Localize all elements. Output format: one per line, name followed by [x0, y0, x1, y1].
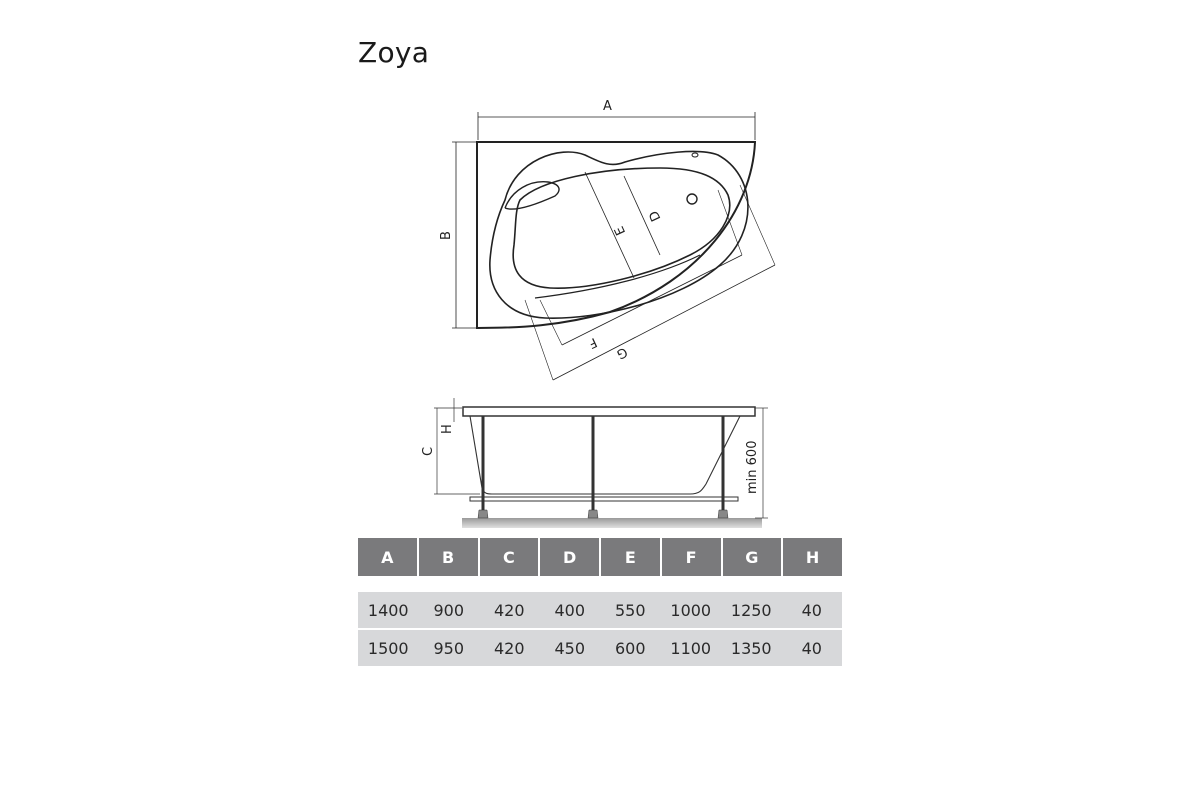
- header-a: A: [358, 538, 419, 576]
- dim-label-h: H: [440, 424, 455, 434]
- header-d: D: [540, 538, 601, 576]
- header-e: E: [601, 538, 662, 576]
- cell: 1250: [730, 600, 772, 620]
- cell: 1350: [730, 638, 772, 658]
- cell: 40: [801, 638, 822, 658]
- table-header-row: A B C D E F G H: [358, 538, 842, 576]
- header-b: B: [418, 538, 480, 576]
- top-view: [452, 112, 776, 381]
- dimensions-table: A B C D E F G H 1400 900 420 400 550 100…: [358, 538, 842, 666]
- cell: 900: [433, 600, 465, 620]
- dim-label-min600: min 600: [745, 441, 760, 494]
- dim-label-f: F: [586, 334, 599, 351]
- header-g: G: [722, 538, 784, 576]
- header-h: H: [783, 538, 842, 576]
- cell: 1400: [367, 600, 409, 620]
- header-c: C: [479, 538, 541, 576]
- dim-label-c: C: [421, 447, 436, 456]
- cell: 1100: [670, 638, 712, 658]
- dim-label-a: A: [603, 99, 612, 114]
- side-view: [434, 398, 768, 528]
- cell: 950: [433, 638, 465, 658]
- cell: 600: [614, 638, 646, 658]
- cell: 420: [493, 638, 525, 658]
- dim-label-b: B: [439, 231, 454, 240]
- product-title: Zoya: [358, 36, 430, 69]
- dim-label-d: D: [647, 208, 665, 223]
- table-row: 1400 900 420 400 550 1000 1250 40: [358, 592, 842, 628]
- cell: 40: [801, 600, 822, 620]
- cell: 550: [614, 600, 646, 620]
- table-row: 1500 950 420 450 600 1100 1350 40: [358, 628, 842, 666]
- cell: 450: [554, 638, 586, 658]
- cell: 400: [554, 600, 586, 620]
- cell: 1500: [367, 638, 409, 658]
- header-f: F: [661, 538, 723, 576]
- cell: 1000: [670, 600, 712, 620]
- dim-label-e: E: [612, 224, 629, 238]
- dim-label-g: G: [614, 344, 629, 362]
- cell: 420: [493, 600, 525, 620]
